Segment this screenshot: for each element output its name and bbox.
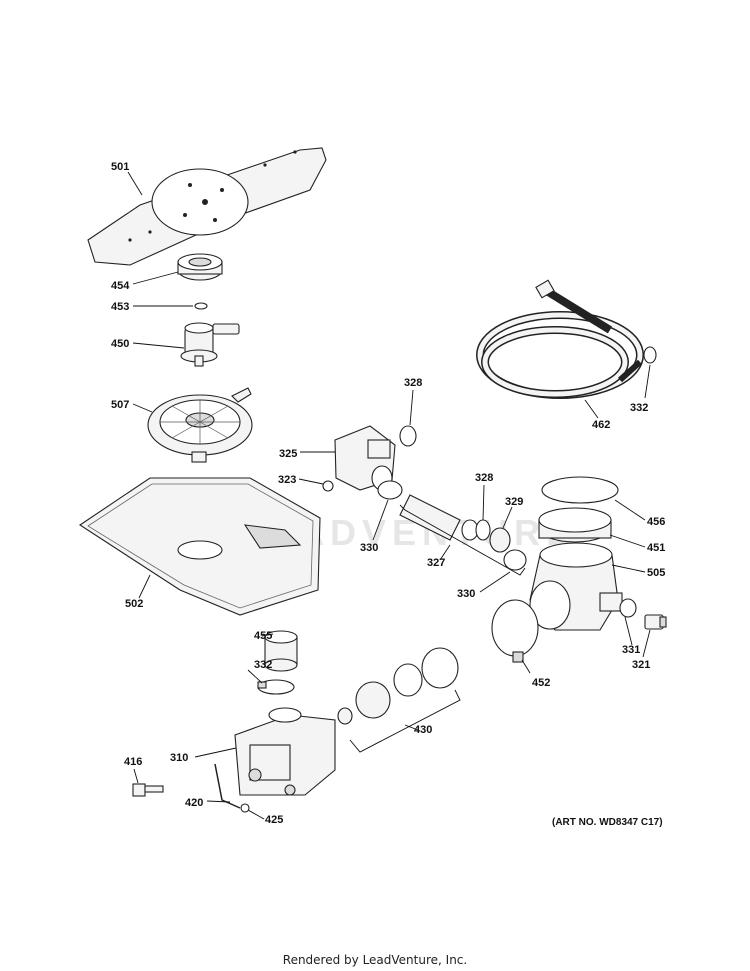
callout-330-lower: 330 [457,588,475,600]
part-451 [538,507,612,543]
sump-cover-502 [79,477,321,616]
ring-329 [489,527,511,553]
filter-507 [147,387,253,463]
callout-328-top: 328 [404,377,422,389]
callout-453: 453 [111,301,129,313]
callout-502: 502 [125,598,143,610]
clamp-330-lower [503,549,527,571]
callout-328-mid: 328 [475,472,493,484]
pump-motor-310 [234,707,336,796]
callout-425: 425 [265,814,283,826]
callout-450: 450 [111,338,129,350]
callout-321: 321 [632,659,650,671]
art-number: (ART NO. WD8347 C17) [552,817,663,828]
clamp-330-top [377,480,403,500]
ring-328-mid [475,519,491,541]
part-425 [240,803,250,813]
callout-456: 456 [647,516,665,528]
callout-310: 310 [170,752,188,764]
callout-329: 329 [505,496,523,508]
callout-332-right: 332 [630,402,648,414]
part-450 [180,322,240,367]
callout-420: 420 [185,797,203,809]
ring-328-top [399,425,417,447]
clamp-332-left [257,679,295,695]
callout-507: 507 [111,399,129,411]
callout-330-top: 330 [360,542,378,554]
callout-501: 501 [111,161,129,173]
callout-327: 327 [427,557,445,569]
drain-hose-462 [476,279,644,399]
spray-arm-501 [87,147,327,266]
clip-420 [214,763,241,809]
footer-credit: Rendered by LeadVenture, Inc. [282,953,468,967]
part-331 [619,598,637,618]
callout-455: 455 [254,630,272,642]
o-ring-453 [194,302,208,310]
callout-331: 331 [622,644,640,656]
callout-416: 416 [124,756,142,768]
callout-430: 430 [414,724,432,736]
part-454 [177,253,223,281]
clamp-332-right [643,346,657,364]
callout-323: 323 [278,474,296,486]
callout-332-left: 332 [254,659,272,671]
sump-505 [529,542,623,631]
callout-451: 451 [647,542,665,554]
part-group-430 [337,647,459,725]
part-321 [644,614,667,630]
screw-416 [132,783,164,797]
callout-454: 454 [111,280,130,292]
callout-462: 462 [592,419,610,431]
part-455 [264,630,298,672]
clamp-452 [491,599,539,663]
part-323 [322,480,334,492]
valve-325 [334,425,396,491]
callout-452: 452 [532,677,550,689]
callout-325: 325 [279,448,297,460]
gasket-456 [541,476,619,504]
callout-505: 505 [647,567,665,579]
